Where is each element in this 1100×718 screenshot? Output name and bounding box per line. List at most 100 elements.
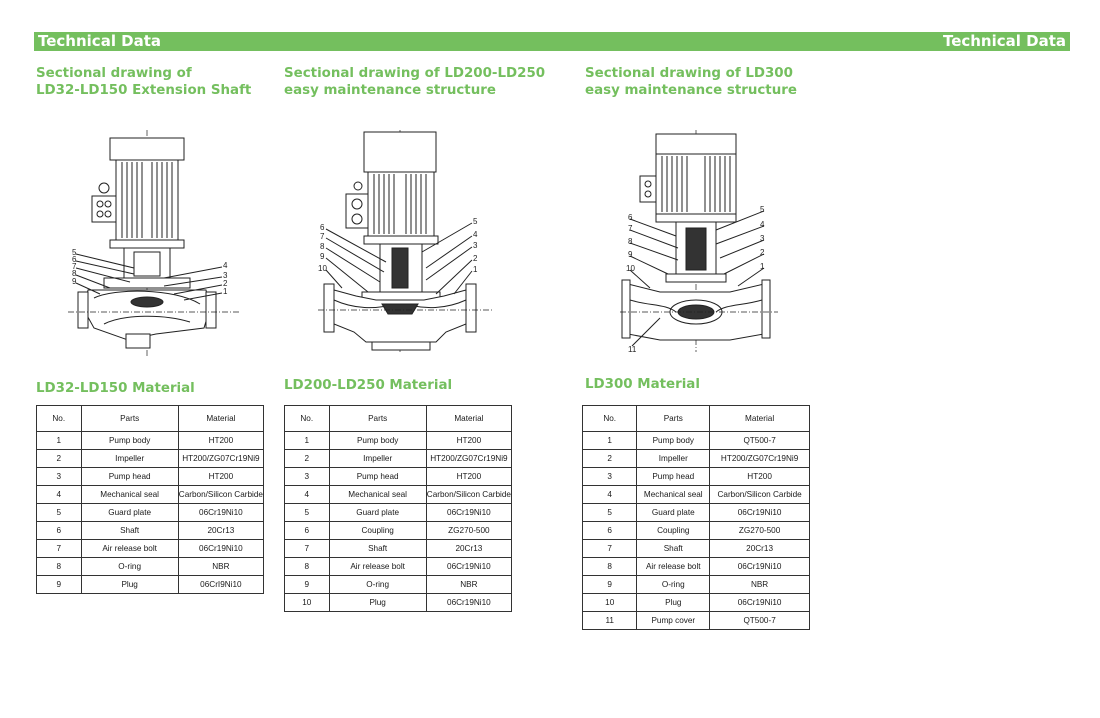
cell-material: 20Cr13: [709, 539, 810, 558]
cell-part: O-ring: [328, 575, 427, 594]
column-header-no: No.: [36, 405, 82, 432]
banner-title-left: Technical Data: [38, 32, 162, 50]
sectional-drawing-ld32-ld150: 5 6 7 8 9 4 3 2 1: [64, 128, 244, 358]
cell-part: Pump body: [328, 431, 427, 450]
cell-no: 2: [36, 449, 82, 468]
cell-no: 9: [36, 575, 82, 594]
cell-material: 06Cr19Ni10: [709, 557, 810, 576]
callout-label: 9: [72, 277, 77, 286]
section-1-material-title: LD32-LD150 Material: [36, 381, 195, 396]
cell-no: 3: [36, 467, 82, 486]
cell-no: 9: [284, 575, 330, 594]
cell-part: Guard plate: [636, 503, 711, 522]
banner-title-right: Technical Data: [942, 32, 1066, 50]
callout-label: 7: [320, 232, 325, 241]
callout-label: 9: [320, 252, 325, 261]
section-2-heading: Sectional drawing of LD200-LD250 easy ma…: [284, 65, 545, 99]
cell-material: ZG270-500: [709, 521, 810, 540]
cell-part: Pump cover: [636, 611, 711, 630]
callout-label: 4: [760, 220, 765, 229]
cell-material: Carbon/Silicon Carbide: [177, 485, 265, 504]
column-header-material: Material: [709, 405, 810, 432]
cell-no: 9: [581, 575, 638, 594]
section-3-heading-line-2: easy maintenance structure: [585, 83, 797, 98]
callout-label: 5: [72, 248, 77, 257]
callout-label: 10: [318, 264, 327, 273]
cell-material: ZG270-500: [425, 521, 513, 540]
cell-material: HT200/ZG07Cr19Ni9: [425, 449, 513, 468]
cell-part: Air release bolt: [80, 539, 179, 558]
cell-part: Plug: [328, 593, 427, 612]
cell-no: 6: [284, 521, 330, 540]
cell-no: 5: [581, 503, 638, 522]
callout-label: 8: [628, 237, 633, 246]
cell-part: Plug: [80, 575, 179, 594]
callout-label: 5: [473, 217, 478, 226]
cell-material: 20Cr13: [425, 539, 513, 558]
cell-material: 20Cr13: [177, 521, 265, 540]
callout-label: 6: [628, 213, 633, 222]
column-header-parts: Parts: [80, 405, 179, 432]
cell-no: 1: [284, 431, 330, 450]
cell-part: Air release bolt: [636, 557, 711, 576]
cell-no: 5: [36, 503, 82, 522]
cell-no: 6: [36, 521, 82, 540]
callout-label: 11: [628, 345, 637, 354]
callout-label: 7: [72, 262, 77, 271]
cell-no: 4: [36, 485, 82, 504]
section-1-heading-line-1: Sectional drawing of: [36, 66, 192, 81]
cell-part: Pump head: [636, 467, 711, 486]
cell-material: 06Cr19Ni10: [425, 503, 513, 522]
cell-part: O-ring: [636, 575, 711, 594]
cell-no: 10: [284, 593, 330, 612]
column-header-material: Material: [177, 405, 265, 432]
callout-label: 8: [320, 242, 325, 251]
section-2-heading-line-2: easy maintenance structure: [284, 83, 496, 98]
cell-no: 2: [581, 449, 638, 468]
callout-label: 10: [626, 264, 635, 273]
cell-part: Pump head: [80, 467, 179, 486]
cell-no: 8: [36, 557, 82, 576]
cell-part: Shaft: [80, 521, 179, 540]
cell-part: Mechanical seal: [328, 485, 427, 504]
cell-no: 7: [284, 539, 330, 558]
section-1-heading-line-2: LD32-LD150 Extension Shaft: [36, 83, 252, 98]
callout-label: 3: [473, 241, 478, 250]
cell-part: Pump body: [636, 431, 711, 450]
section-2-heading-line-1: Sectional drawing of LD200-LD250: [284, 66, 546, 81]
cell-material: 06Cr19Ni10: [177, 503, 265, 522]
section-1-heading: Sectional drawing of LD32-LD150 Extensio…: [36, 65, 251, 99]
callout-label: 7: [628, 224, 633, 233]
cell-no: 3: [284, 467, 330, 486]
cell-material: HT200: [425, 467, 513, 486]
cell-no: 6: [581, 521, 638, 540]
cell-material: 06Cr19Ni10: [177, 539, 265, 558]
cell-no: 11: [581, 611, 638, 630]
cell-no: 4: [284, 485, 330, 504]
cell-material: QT500-7: [709, 611, 810, 630]
callout-label: 3: [223, 271, 228, 280]
cell-material: HT200: [425, 431, 513, 450]
column-header-no: No.: [581, 405, 638, 432]
callout-label: 6: [320, 223, 325, 232]
cell-part: Impeller: [80, 449, 179, 468]
cell-no: 7: [36, 539, 82, 558]
cell-part: Impeller: [328, 449, 427, 468]
section-3-heading-line-1: Sectional drawing of LD300: [585, 66, 793, 81]
